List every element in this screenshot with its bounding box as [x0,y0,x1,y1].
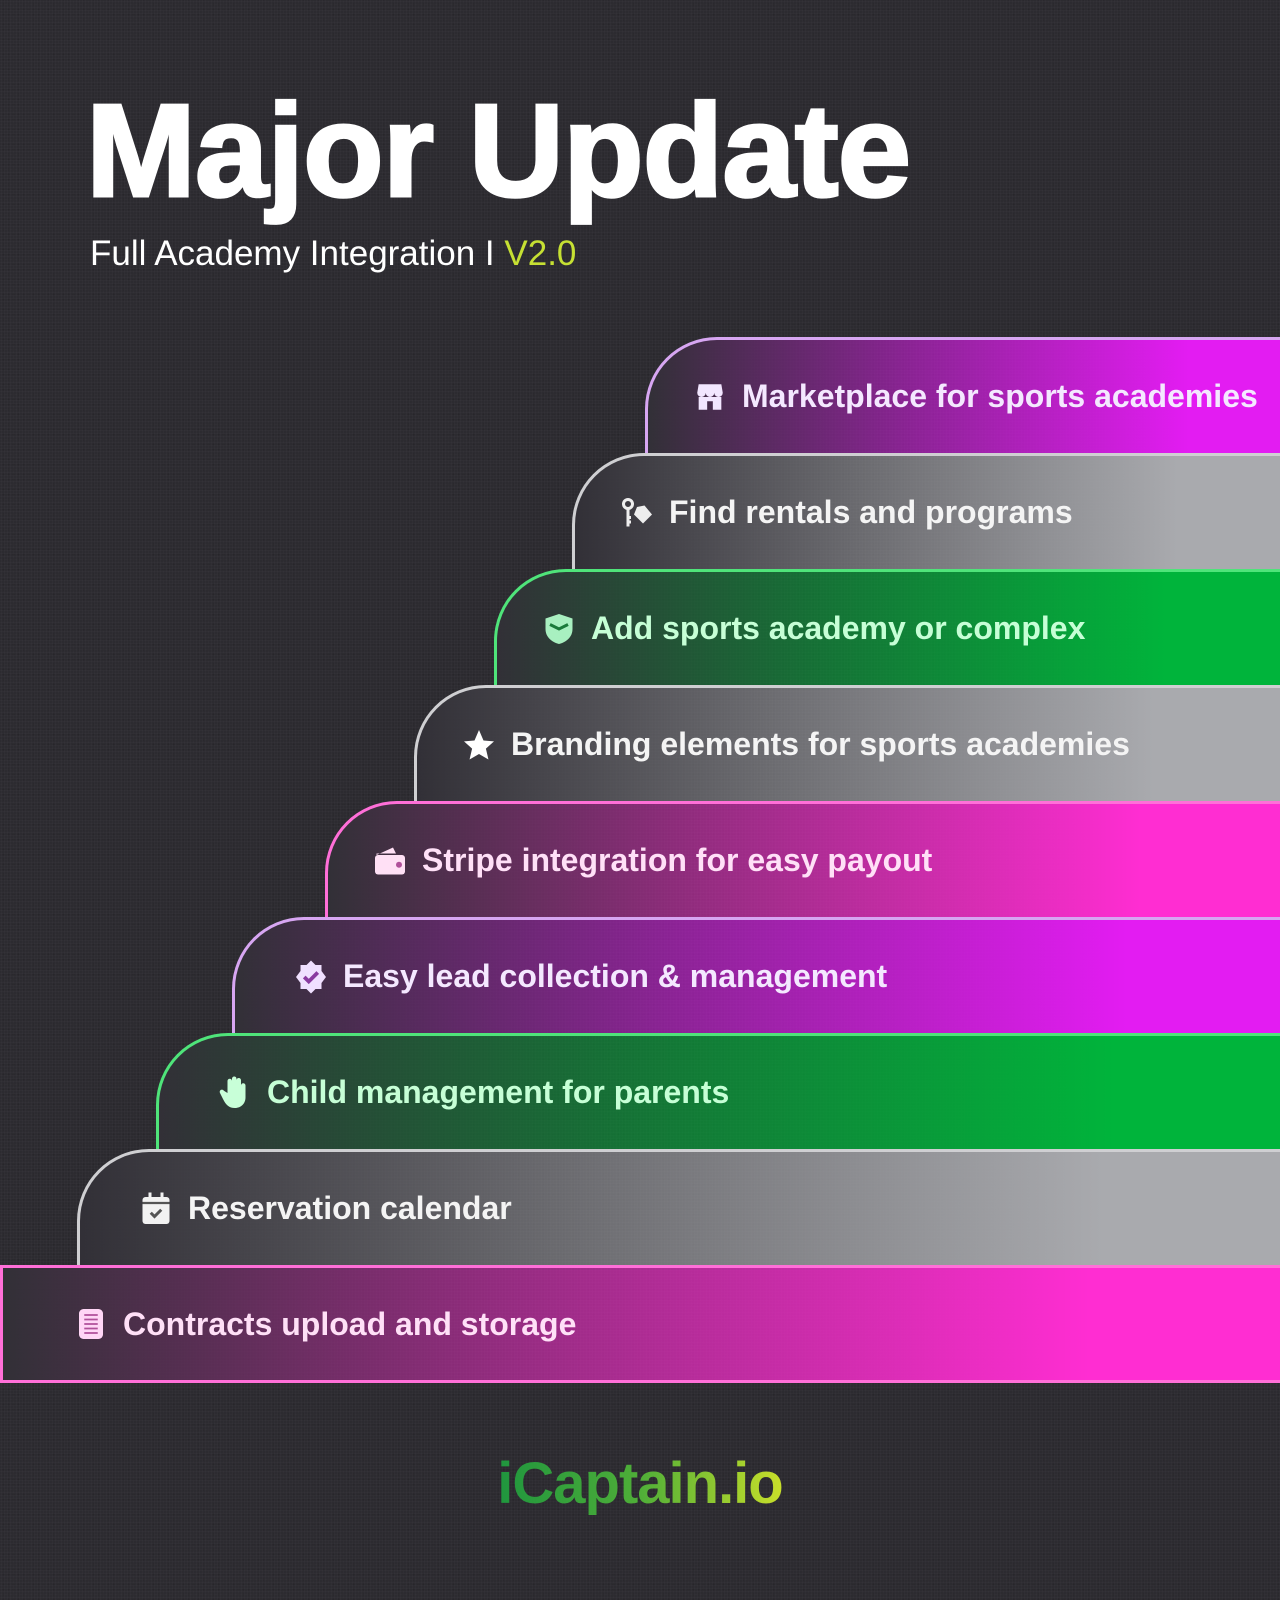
verified-badge-icon [293,959,329,995]
brand-logo: iCaptain.io [0,1450,1280,1517]
feature-step: Contracts upload and storage [0,1265,1280,1383]
feature-step: Stripe integration for easy payout [325,801,1280,917]
subtitle-text: Full Academy Integration I [90,234,505,273]
step-label: Easy lead collection & management [343,958,888,994]
step-label: Branding elements for sports academies [511,726,1130,762]
subtitle: Full Academy Integration I V2.0 [90,234,576,274]
key-tag-icon [619,495,655,531]
shield-icon [541,611,577,647]
step-label: Child management for parents [267,1074,730,1110]
step-label: Contracts upload and storage [123,1305,577,1342]
step-label: Marketplace for sports academies [742,378,1258,414]
feature-step: Marketplace for sports academies [645,337,1280,453]
page-title: Major Update [84,77,912,224]
feature-step: Branding elements for sports academies [414,685,1280,801]
feature-step: Easy lead collection & management [232,917,1280,1033]
feature-step: Find rentals and programs [572,453,1280,569]
feature-step: Add sports academy or complex [494,569,1280,685]
document-icon [73,1306,109,1342]
version-label: V2.0 [504,234,577,273]
feature-step: Reservation calendar [77,1149,1280,1265]
hand-icon [217,1075,253,1111]
wallet-icon [372,843,408,879]
calendar-check-icon [138,1191,174,1227]
step-label: Add sports academy or complex [591,610,1086,646]
step-label: Find rentals and programs [669,494,1073,530]
feature-step: Child management for parents [156,1033,1280,1149]
storefront-icon [692,379,728,415]
logo-text: iCaptain.io [497,1451,783,1516]
step-label: Reservation calendar [188,1190,512,1226]
star-icon [461,727,497,763]
step-label: Stripe integration for easy payout [422,842,933,878]
